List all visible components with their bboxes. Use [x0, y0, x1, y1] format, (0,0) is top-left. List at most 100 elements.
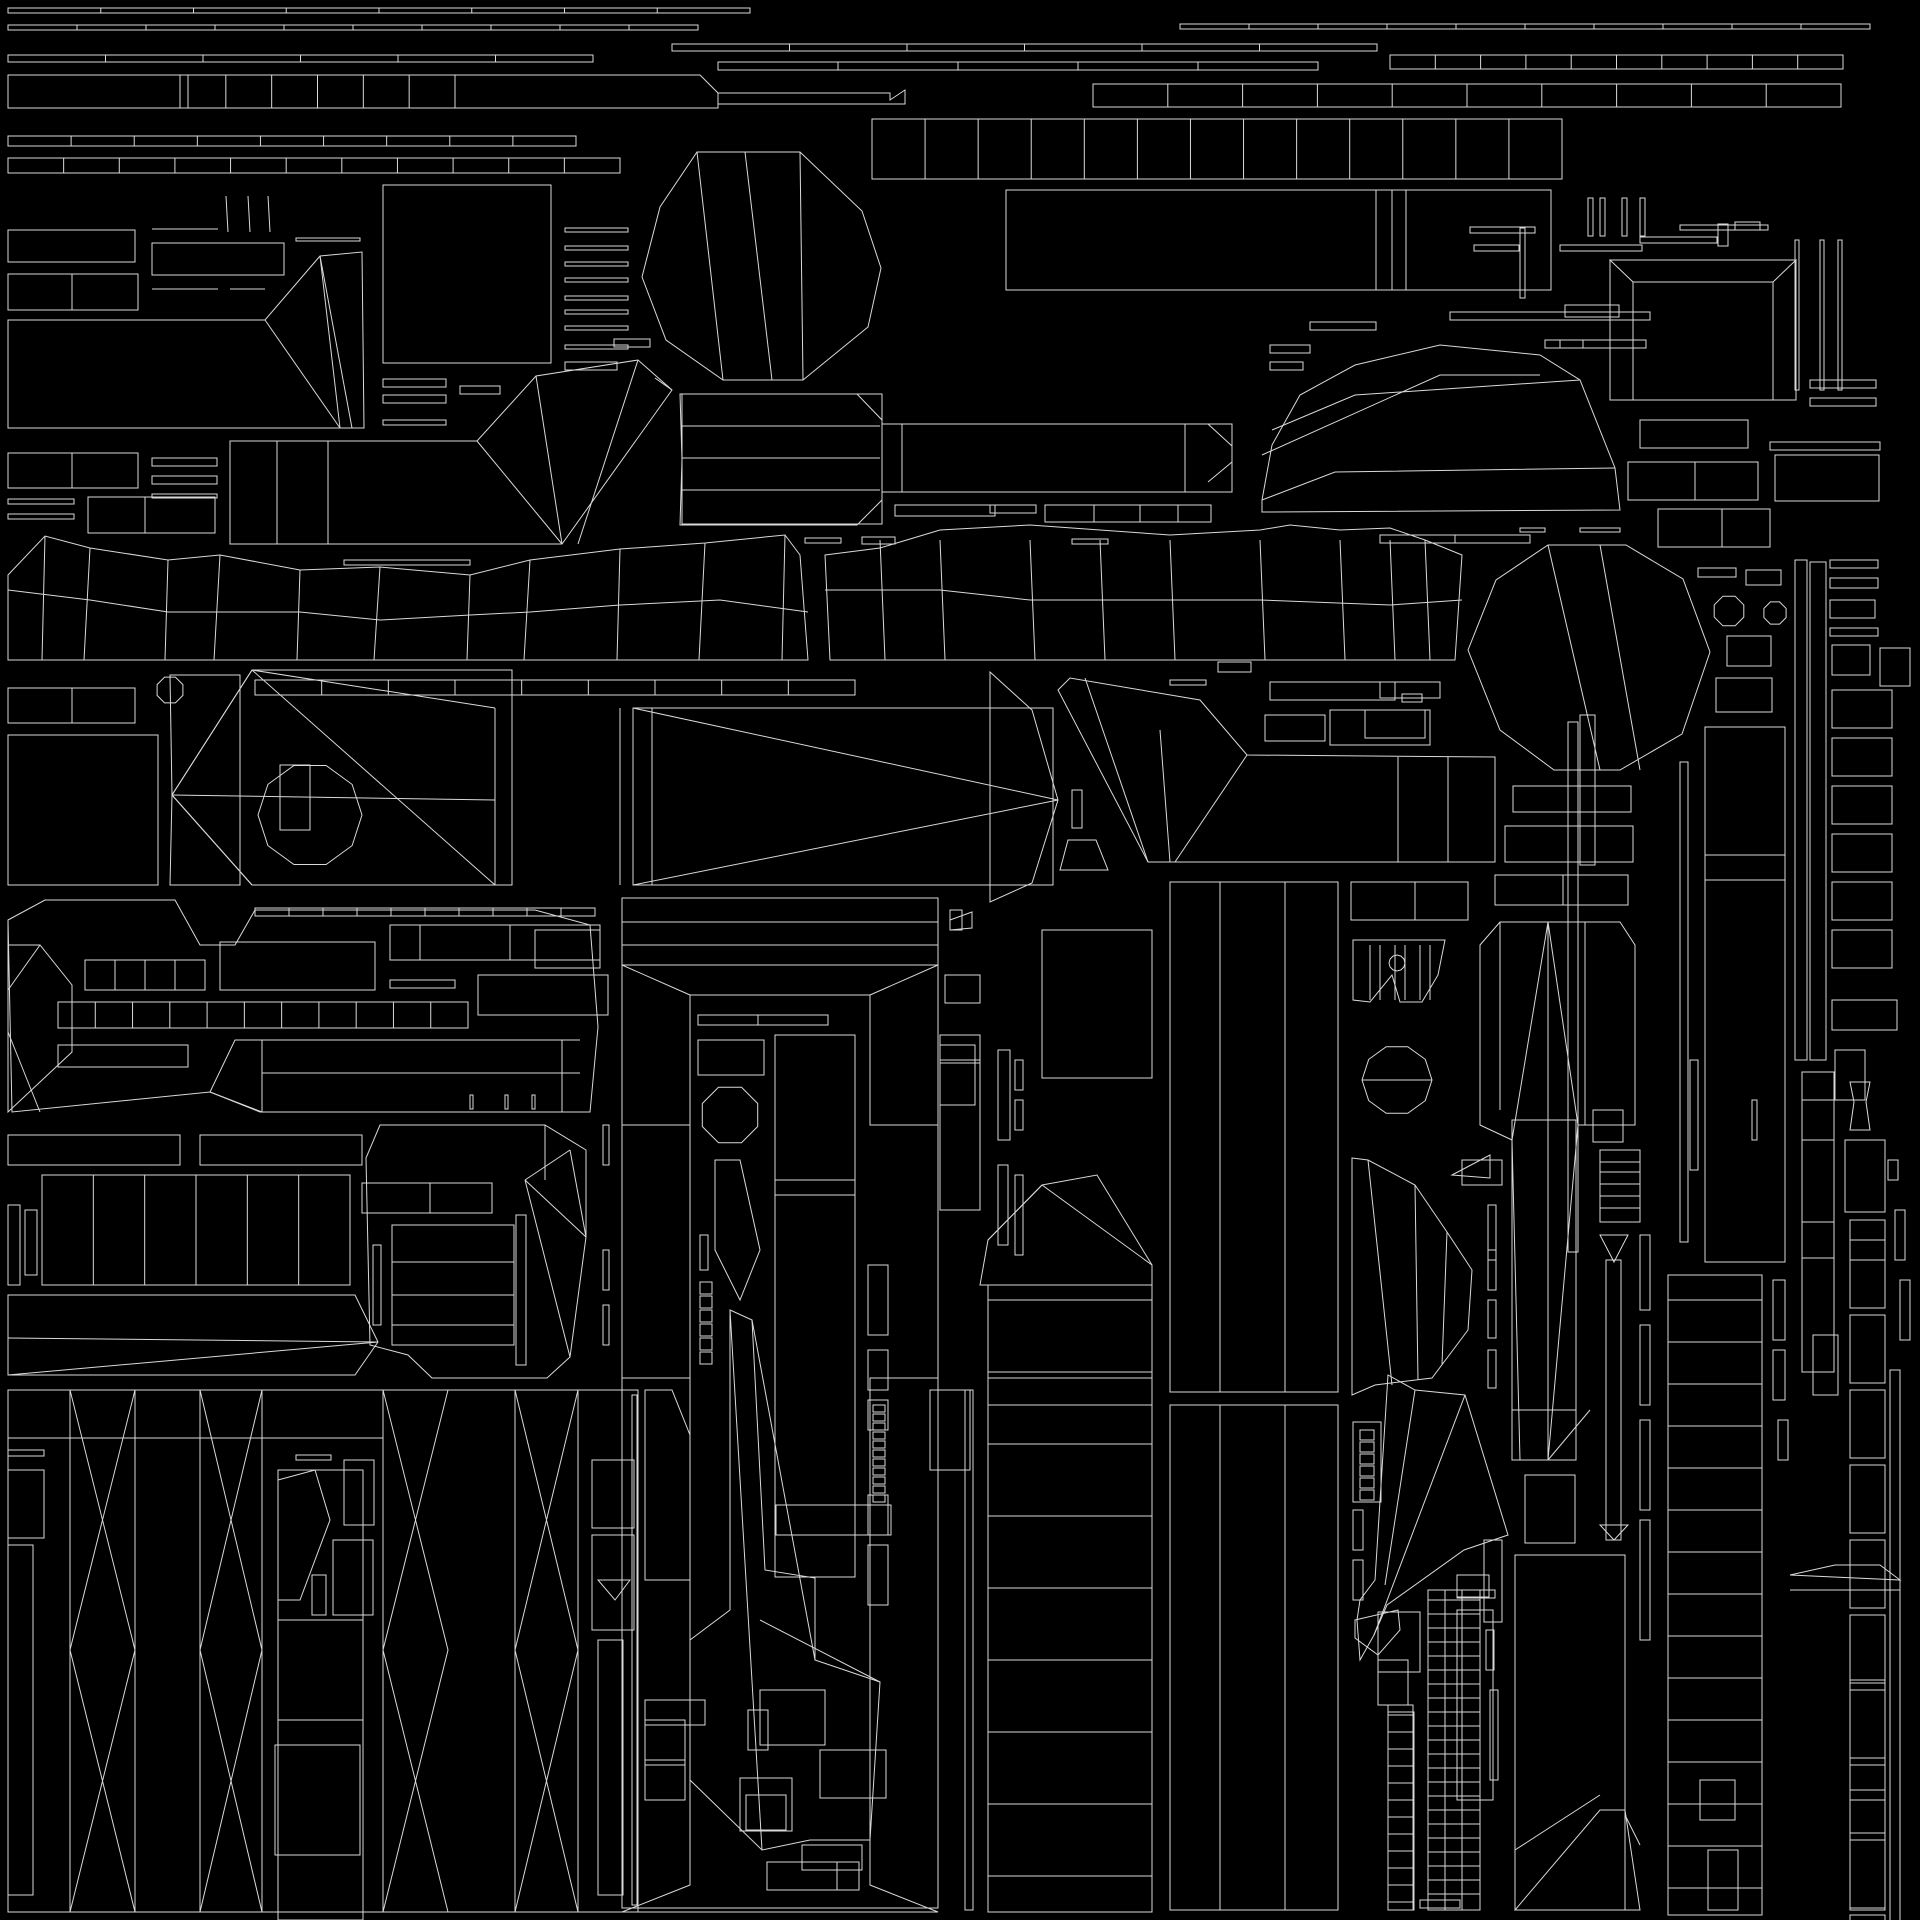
uv-island	[1831, 929, 1893, 969]
uv-island	[1829, 627, 1879, 637]
uv-island	[1359, 1477, 1375, 1489]
uv-edge	[751, 1319, 816, 1661]
uv-island	[365, 1124, 587, 1379]
uv-island	[1849, 1081, 1871, 1131]
uv-edge	[382, 1389, 449, 1651]
uv-island	[1831, 785, 1893, 825]
uv-island	[1487, 1299, 1497, 1339]
uv-island	[766, 1861, 860, 1891]
uv-island	[1819, 239, 1825, 391]
uv-edge	[759, 1619, 881, 1683]
uv-island	[987, 1284, 1153, 1913]
uv-island	[1849, 1539, 1886, 1609]
uv-edge	[296, 569, 301, 661]
uv-island	[1707, 1849, 1739, 1911]
uv-edge	[171, 794, 496, 801]
uv-edge	[466, 574, 471, 661]
uv-island	[1469, 226, 1536, 234]
uv-cap	[1261, 344, 1621, 513]
uv-edge	[1384, 1389, 1416, 1586]
uv-island	[7, 251, 365, 429]
uv-edge	[41, 535, 46, 661]
uv-island	[1456, 1574, 1490, 1598]
uv-island	[1564, 304, 1620, 318]
uv-edge	[535, 375, 563, 545]
uv-island	[361, 1182, 493, 1214]
uv-island	[1812, 1334, 1839, 1396]
uv-edge	[7, 944, 41, 991]
uv-island	[699, 1309, 713, 1323]
uv-edge	[7, 589, 809, 621]
uv-island	[1494, 874, 1629, 906]
uv-edge	[164, 559, 169, 661]
uv-island	[7, 1449, 45, 1457]
uv-island	[1829, 577, 1879, 589]
uv-edge	[1174, 754, 1248, 863]
uv-island	[7, 498, 75, 505]
uv-edge	[1547, 921, 1579, 1126]
uv-island	[1887, 1159, 1899, 1181]
uv-island	[1889, 1369, 1901, 1920]
uv-island	[477, 974, 609, 1016]
uv-island	[632, 707, 1054, 886]
uv-edge	[83, 547, 91, 661]
uv-island	[382, 419, 447, 426]
uv-island	[1769, 441, 1881, 451]
uv-island	[1831, 689, 1893, 729]
uv-island	[1579, 527, 1621, 533]
uv-island	[861, 536, 896, 545]
uv-island	[1519, 527, 1546, 533]
uv-island	[1717, 223, 1729, 247]
uv-island	[7, 513, 75, 520]
uv-island	[151, 242, 285, 276]
uv-edge	[171, 669, 253, 796]
uv-island	[1269, 681, 1396, 701]
uv-island	[1359, 1465, 1375, 1477]
uv-edge	[1261, 374, 1540, 456]
uv-island	[1489, 1689, 1499, 1781]
uv-island	[591, 1459, 635, 1529]
uv-island	[1829, 559, 1879, 569]
uv-edge	[524, 1179, 571, 1358]
uv-island	[1377, 1611, 1421, 1673]
uv-island	[7, 1294, 379, 1376]
uv-edge	[825, 589, 1463, 606]
uv-edge	[939, 539, 946, 661]
uv-edge	[69, 1649, 136, 1913]
uv-edge	[1389, 539, 1396, 661]
uv-edge	[1624, 1814, 1641, 1846]
uv-island	[872, 1476, 886, 1485]
uv-island	[1379, 681, 1441, 699]
uv-island	[311, 1574, 327, 1616]
uv-edge	[1547, 1409, 1591, 1461]
uv-edge	[718, 89, 906, 105]
uv-island	[644, 1389, 691, 1581]
uv-island	[1879, 647, 1911, 687]
uv-island	[1217, 661, 1252, 673]
uv-island	[699, 1234, 709, 1271]
uv-island	[1487, 1349, 1497, 1389]
uv-edge	[698, 542, 706, 661]
uv-island	[644, 1699, 706, 1726]
uv-island	[1777, 1419, 1789, 1461]
uv-island	[1512, 785, 1632, 813]
uv-island	[1544, 339, 1584, 349]
uv-edge	[199, 1389, 263, 1651]
uv-island	[739, 1777, 793, 1832]
uv-octagon	[1388, 954, 1406, 972]
uv-island	[1599, 1234, 1629, 1264]
uv-island	[1598, 1524, 1630, 1541]
uv-island	[1849, 1314, 1886, 1384]
uv-island	[219, 941, 376, 991]
uv-edge	[7, 1337, 379, 1343]
uv-island	[699, 1295, 713, 1309]
uv-island	[1831, 881, 1893, 921]
uv-island	[1899, 1279, 1911, 1341]
uv-octagon	[1763, 601, 1787, 625]
uv-island	[1377, 1659, 1409, 1706]
uv-island	[1387, 1711, 1415, 1911]
uv-island	[867, 1264, 889, 1336]
uv-island	[1485, 1629, 1495, 1671]
uv-island	[382, 378, 447, 388]
uv-island	[1627, 461, 1759, 501]
